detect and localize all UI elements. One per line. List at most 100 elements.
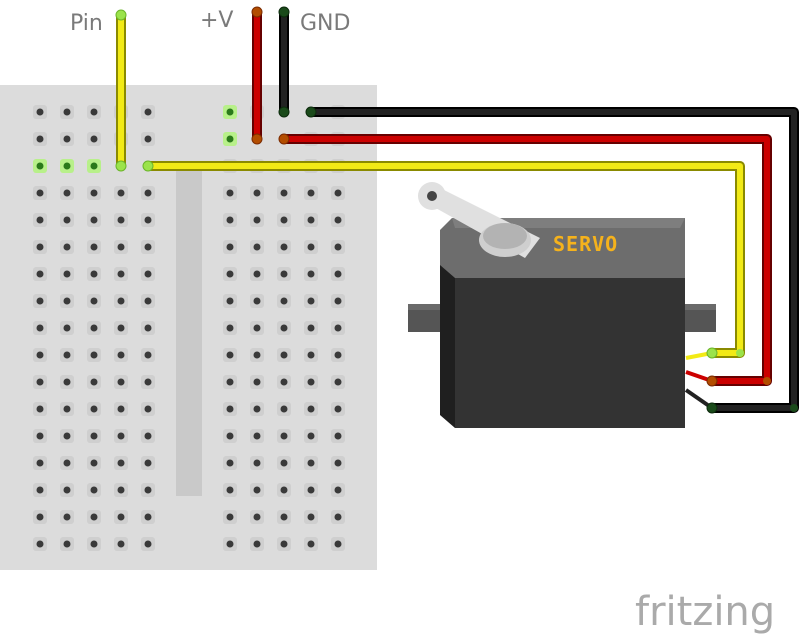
breadboard-hole-pin: [280, 216, 288, 224]
breadboard-hole-pin: [253, 486, 261, 494]
breadboard-hole-pin: [90, 216, 98, 224]
breadboard-hole-pin: [280, 378, 288, 386]
breadboard-center-channel: [176, 168, 202, 496]
breadboard-hole-pin: [117, 243, 125, 251]
breadboard-hole-pin: [63, 270, 71, 278]
breadboard-hole-pin: [144, 486, 152, 494]
breadboard-hole-pin: [117, 297, 125, 305]
breadboard-hole-pin: [117, 486, 125, 494]
breadboard-hole-pin: [36, 135, 44, 143]
breadboard-hole-pin: [144, 513, 152, 521]
breadboard-hole-pin: [90, 432, 98, 440]
breadboard-hole-pin: [226, 108, 234, 116]
breadboard-hole-pin: [90, 486, 98, 494]
ground-wire: [279, 7, 799, 413]
breadboard-hole-pin: [144, 216, 152, 224]
breadboard-hole-pin: [253, 540, 261, 548]
breadboard-hole-pin: [280, 270, 288, 278]
breadboard-hole-pin: [144, 540, 152, 548]
breadboard-hole-pin: [144, 432, 152, 440]
breadboard-hole-pin: [307, 324, 315, 332]
breadboard-hole-pin: [280, 513, 288, 521]
breadboard-hole-pin: [307, 270, 315, 278]
breadboard-hole-pin: [90, 108, 98, 116]
breadboard-hole-pin: [117, 270, 125, 278]
breadboard-hole-pin: [117, 513, 125, 521]
servo-body: [455, 278, 685, 428]
breadboard-hole-pin: [226, 486, 234, 494]
breadboard-hole-pin: [226, 405, 234, 413]
breadboard-hole-pin: [63, 108, 71, 116]
breadboard-hole-pin: [90, 189, 98, 197]
breadboard-hole-pin: [280, 243, 288, 251]
breadboard-hole-pin: [144, 405, 152, 413]
breadboard-hole-pin: [226, 243, 234, 251]
breadboard-hole-pin: [307, 540, 315, 548]
breadboard-hole-pin: [334, 216, 342, 224]
wire-endpoints: [115, 6, 798, 414]
breadboard-hole-pin: [307, 513, 315, 521]
breadboard-hole-pin: [36, 486, 44, 494]
breadboard-hole-pin: [144, 108, 152, 116]
breadboard-hole-pin: [226, 216, 234, 224]
breadboard-hole-pin: [253, 324, 261, 332]
breadboard-hole-pin: [253, 513, 261, 521]
breadboard-hole-pin: [226, 189, 234, 197]
breadboard-hole-pin: [63, 405, 71, 413]
breadboard-hole-pin: [334, 351, 342, 359]
breadboard-hole-pin: [253, 459, 261, 467]
pin-label: Pin: [70, 11, 103, 36]
breadboard-hole-pin: [63, 513, 71, 521]
breadboard-hole-pin: [36, 243, 44, 251]
breadboard-hole-pin: [334, 243, 342, 251]
breadboard-holes: [33, 105, 345, 551]
breadboard-hole-pin: [253, 405, 261, 413]
breadboard-hole-pin: [144, 297, 152, 305]
breadboard-hole-pin: [36, 270, 44, 278]
breadboard-hole-pin: [280, 486, 288, 494]
breadboard-hole-pin: [280, 459, 288, 467]
breadboard-hole-pin: [36, 540, 44, 548]
breadboard-hole-pin: [36, 324, 44, 332]
breadboard-hole-pin: [90, 297, 98, 305]
breadboard-hole-pin: [90, 270, 98, 278]
breadboard-hole-pin: [307, 378, 315, 386]
gnd-label: GND: [300, 11, 350, 36]
breadboard-hole-pin: [36, 378, 44, 386]
breadboard-hole-pin: [334, 432, 342, 440]
breadboard-hole-pin: [144, 243, 152, 251]
breadboard-hole-pin: [36, 108, 44, 116]
breadboard-hole-pin: [63, 243, 71, 251]
breadboard-hole-pin: [307, 189, 315, 197]
breadboard-hole-pin: [90, 405, 98, 413]
breadboard-hole-pin: [253, 297, 261, 305]
breadboard-hole-pin: [226, 297, 234, 305]
breadboard-hole-pin: [117, 405, 125, 413]
breadboard-hole-pin: [144, 351, 152, 359]
breadboard-hole-pin: [144, 378, 152, 386]
breadboard-hole-pin: [144, 324, 152, 332]
breadboard-hole-pin: [117, 216, 125, 224]
breadboard-hole-pin: [334, 297, 342, 305]
servo-horn: [418, 182, 540, 258]
breadboard-hole-pin: [307, 459, 315, 467]
signal-wire: [116, 10, 745, 358]
breadboard-hole-pin: [90, 162, 98, 170]
breadboard-hole-pin: [334, 378, 342, 386]
breadboard-hole-pin: [334, 513, 342, 521]
breadboard-hole-pin: [36, 189, 44, 197]
breadboard-hole-pin: [36, 432, 44, 440]
breadboard-hole-pin: [117, 378, 125, 386]
breadboard-hole-pin: [307, 351, 315, 359]
breadboard-hole-pin: [307, 405, 315, 413]
servo-motor: SERVO: [408, 182, 716, 428]
breadboard-hole-pin: [90, 243, 98, 251]
breadboard-hole-pin: [90, 459, 98, 467]
breadboard-hole-pin: [280, 189, 288, 197]
breadboard-hole-pin: [36, 351, 44, 359]
breadboard-hole-pin: [36, 216, 44, 224]
breadboard-hole-pin: [334, 189, 342, 197]
breadboard-hole-pin: [63, 459, 71, 467]
breadboard-hole-pin: [334, 324, 342, 332]
